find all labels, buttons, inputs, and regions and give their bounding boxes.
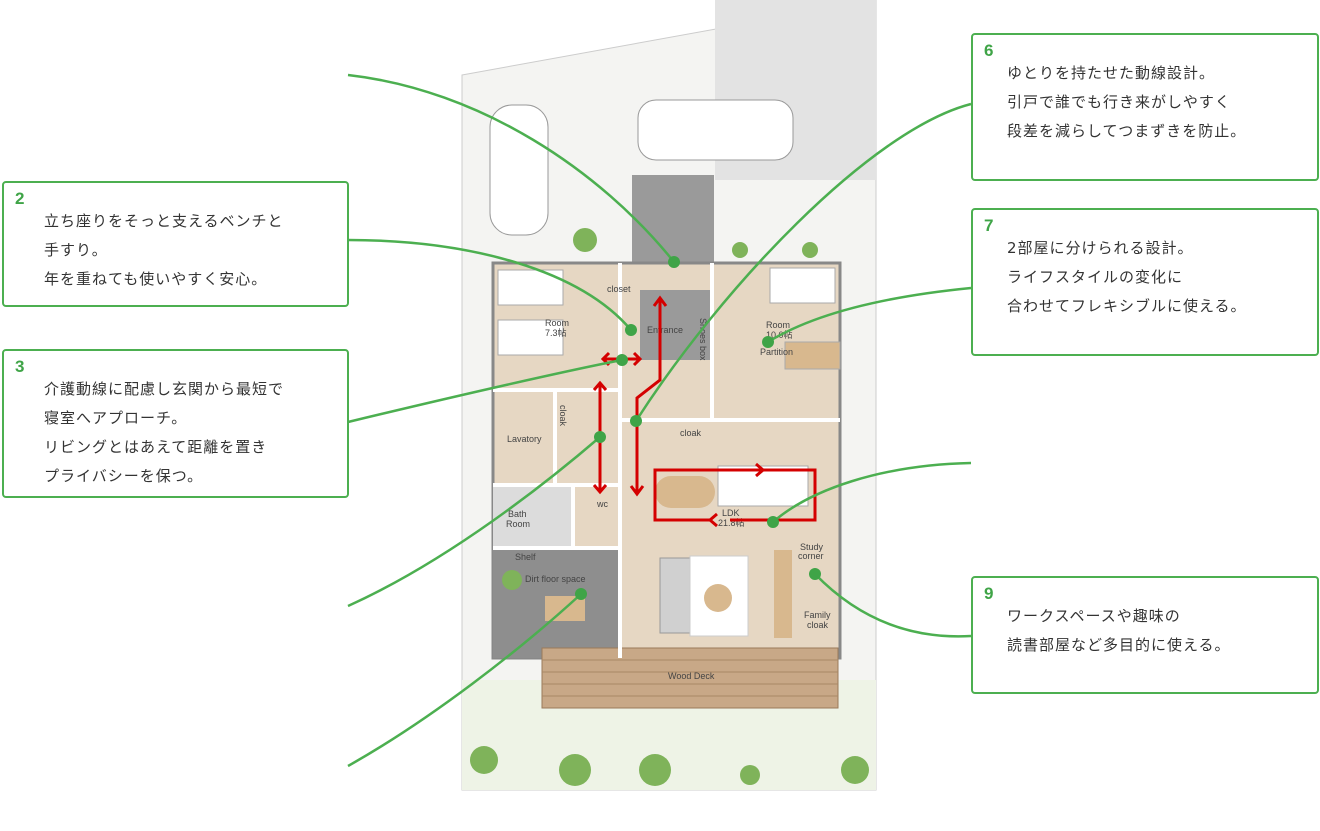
callout-line: 2部屋に分けられる設計。 (1007, 239, 1194, 257)
family-cloak-label-2: cloak (807, 620, 829, 630)
callout-line: ワークスペースや趣味の (1007, 607, 1181, 625)
desk (784, 341, 841, 370)
partition-label: Partition (760, 347, 793, 357)
callout-text: 立ち座りをそっと支えるベンチと手すり。年を重ねても使いやすく安心。 (44, 207, 284, 294)
callout-6: 6 ゆとりを持たせた動線設計。引戸で誰でも行き来がしやすく段差を減らしてつまずき… (971, 33, 1319, 181)
room-right-label: Room (766, 320, 790, 330)
bed (769, 267, 836, 304)
entrance-label: Entrance (647, 325, 683, 335)
callout-line: 引戸で誰でも行き来がしやすく (1007, 93, 1231, 111)
marker-dots (575, 256, 821, 600)
callout-line: 年を重ねても使いやすく安心。 (44, 270, 268, 288)
tv-board (774, 550, 792, 638)
callout-line: 寝室へアプローチ。 (44, 409, 188, 427)
ldk-size: 21.8帖 (718, 517, 745, 528)
callout-number: 3 (15, 357, 25, 376)
callout-line: 手すり。 (44, 241, 108, 259)
callout-line: 介護動線に配慮し玄関から最短で (44, 380, 285, 398)
wood-deck (541, 647, 839, 709)
car-icon (637, 99, 794, 161)
closet-label: closet (607, 284, 631, 294)
shoes-box-label: Shoes box (698, 318, 708, 361)
callout-text: ワークスペースや趣味の読書部屋など多目的に使える。 (1007, 602, 1231, 660)
callout-number: 7 (984, 216, 994, 235)
ldk-label: LDK (722, 508, 740, 518)
study-label-2: corner (798, 551, 824, 561)
callout-number: 6 (984, 41, 994, 60)
bed (497, 319, 564, 356)
wood-deck-label: Wood Deck (668, 671, 715, 681)
sofa (659, 557, 691, 634)
coffee-table (704, 584, 732, 612)
callout-text: 2部屋に分けられる設計。ライフスタイルの変化に合わせてフレキシブルに使える。 (1007, 234, 1247, 321)
callout-line: ライフスタイルの変化に (1007, 268, 1184, 286)
bath-room (493, 485, 573, 547)
wc-label: wc (596, 499, 608, 509)
cloak-label: cloak (558, 405, 568, 427)
callout-line: 読書部屋など多目的に使える。 (1007, 636, 1231, 654)
room-left-size: 7.3帖 (545, 327, 567, 338)
dining-table (655, 476, 715, 508)
callout-3: 3 介護動線に配慮し玄関から最短で寝室へアプローチ。リビングとはあえて距離を置き… (2, 349, 349, 498)
callout-line: リビングとはあえて距離を置き (44, 438, 268, 456)
bath-label: Bath (508, 509, 527, 519)
dirt-floor-label: Dirt floor space (525, 574, 586, 584)
study-label: Study (800, 542, 824, 552)
tree-icon (470, 228, 869, 786)
callout-line: 合わせてフレキシブルに使える。 (1007, 297, 1247, 315)
callout-9: 9 ワークスペースや趣味の読書部屋など多目的に使える。 (971, 576, 1319, 694)
callout-number: 9 (984, 584, 994, 603)
flow-arrows (592, 295, 817, 528)
room-left-label: Room (545, 318, 569, 328)
entrance-floor (640, 290, 710, 360)
shelf-label: Shelf (515, 552, 536, 562)
lavatory-label: Lavatory (507, 434, 542, 444)
callout-line: プライバシーを保つ。 (44, 467, 204, 485)
callout-number: 2 (15, 189, 25, 208)
kitchen-counter (717, 465, 809, 507)
callout-line: 段差を減らしてつまずきを防止。 (1007, 122, 1247, 140)
callout-7: 7 2部屋に分けられる設計。ライフスタイルの変化に合わせてフレキシブルに使える。 (971, 208, 1319, 356)
callout-text: 介護動線に配慮し玄関から最短で寝室へアプローチ。リビングとはあえて距離を置きプラ… (44, 375, 284, 491)
callout-line: ゆとりを持たせた動線設計。 (1007, 64, 1216, 82)
callout-text: ゆとりを持たせた動線設計。引戸で誰でも行き来がしやすく段差を減らしてつまずきを防… (1007, 59, 1246, 146)
family-cloak-label: Family (804, 610, 831, 620)
callout-2: 2 立ち座りをそっと支えるベンチと手すり。年を重ねても使いやすく安心。 (2, 181, 349, 307)
leader-lines (347, 73, 972, 768)
bath-label-2: Room (506, 519, 530, 529)
car-icon (489, 104, 549, 236)
deck-boards (542, 659, 838, 697)
cloak-label: cloak (680, 428, 702, 438)
callout-line: 立ち座りをそっと支えるベンチと (44, 212, 284, 230)
